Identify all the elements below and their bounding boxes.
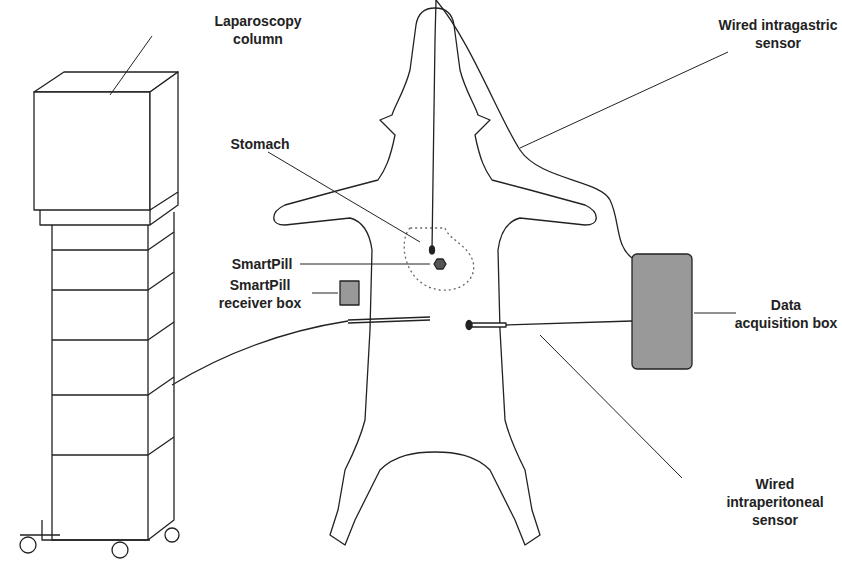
part-label: Wired intraperitoneal sensor — [712, 475, 838, 529]
part-label: SmartPill receiver box — [208, 276, 312, 312]
part-label: Laparoscopy column — [188, 12, 328, 48]
part-label: Stomach — [220, 135, 300, 153]
part-label: Data acquisition box — [734, 296, 838, 332]
part-label: Wired intragastric sensor — [718, 16, 838, 52]
part-label: SmartPill — [222, 255, 302, 273]
